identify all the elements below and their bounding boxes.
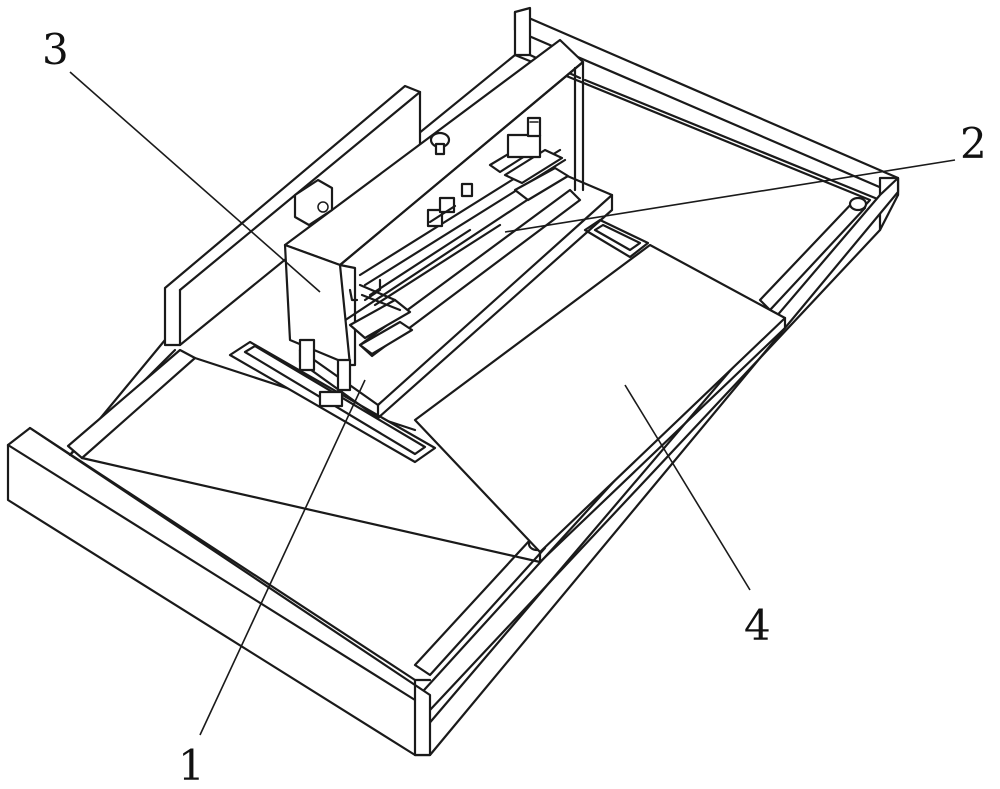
leader-lines xyxy=(69,71,956,736)
label-2: 2 xyxy=(960,119,987,168)
rail-back-inner xyxy=(593,223,642,252)
rear-tower xyxy=(506,133,542,159)
mechanism xyxy=(348,116,582,358)
side-block-bolt xyxy=(317,201,329,213)
gantry-top-beam-edge xyxy=(338,60,585,267)
label-1: 1 xyxy=(178,741,205,789)
carriage-bracket xyxy=(318,390,344,408)
leader-4 xyxy=(624,384,751,591)
link-arm-3 xyxy=(363,278,382,302)
callout-labels: 3 2 1 4 xyxy=(42,25,987,789)
gantry-left-block-side xyxy=(338,263,357,367)
belt-lower-line xyxy=(80,456,542,564)
carriage-plate-edge xyxy=(376,193,614,420)
back-wall-end xyxy=(513,6,532,57)
top-knob-stem xyxy=(434,142,446,156)
pad-block-2 xyxy=(358,320,414,356)
cylinder-link xyxy=(428,204,457,224)
label-4: 4 xyxy=(744,601,771,650)
pad-block-1 xyxy=(348,298,412,340)
roller-back-right-end xyxy=(848,196,868,212)
link-arm-4 xyxy=(348,288,359,302)
leader-1 xyxy=(199,379,366,736)
pad-block-3 xyxy=(503,148,564,185)
cylinder-3 xyxy=(460,182,474,198)
label-3: 3 xyxy=(42,25,69,74)
pad-block-4 xyxy=(513,166,570,202)
right-wall-inner xyxy=(428,228,882,712)
guide-bar-3 xyxy=(368,228,472,297)
leader-2 xyxy=(504,159,956,233)
gantry-leg-left xyxy=(298,338,316,372)
gantry-leg-right xyxy=(336,358,352,392)
side-block xyxy=(293,178,334,227)
rear-tower-screw xyxy=(526,116,542,138)
guide-bar-4 xyxy=(373,223,502,307)
leader-3 xyxy=(69,71,321,293)
